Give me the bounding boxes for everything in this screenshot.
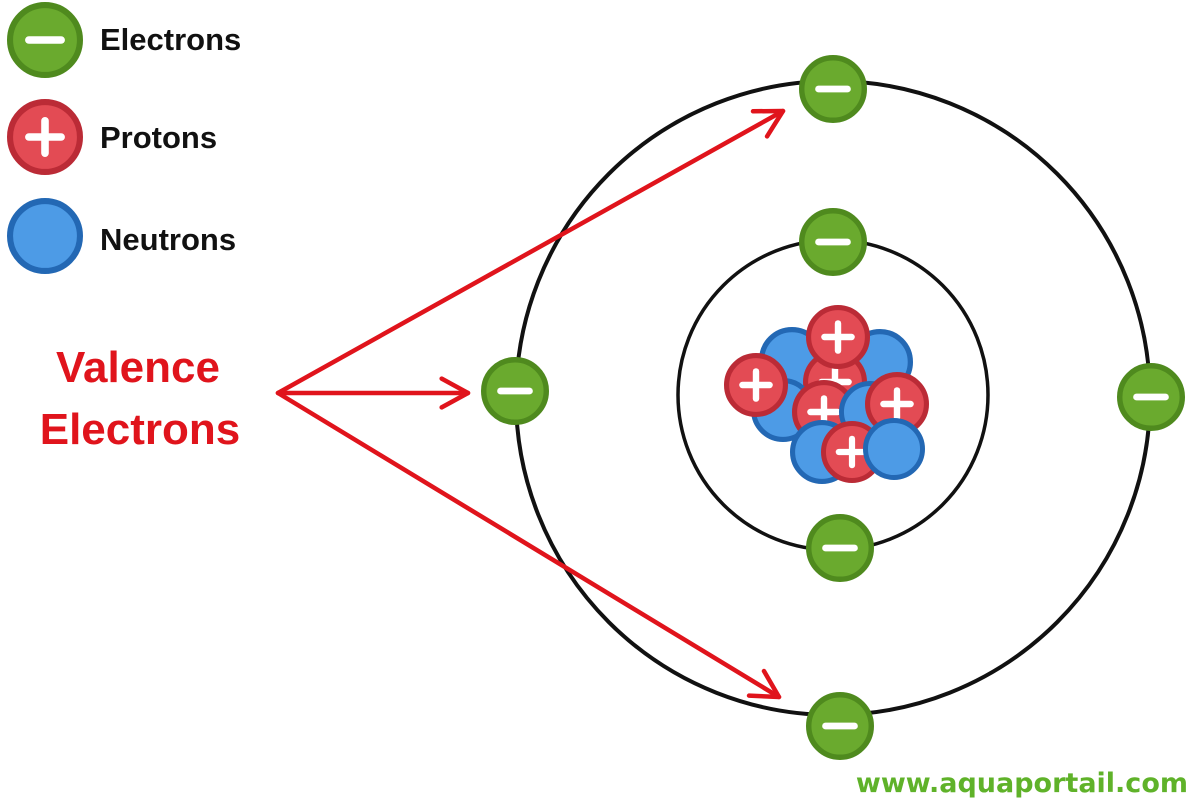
legend-label-protons: Protons [100, 120, 217, 155]
legend-label-neutrons: Neutrons [100, 222, 236, 257]
legend-electron-icon [7, 2, 83, 78]
neutron-icon [7, 198, 83, 275]
valence-label-line1: Valence [56, 343, 220, 392]
valence-electron [1116, 363, 1185, 432]
inner-electron [805, 513, 874, 582]
electron-icon [7, 2, 83, 78]
valence-electron [805, 691, 874, 760]
watermark: www.aquaportail.com [856, 768, 1188, 799]
legend: Electrons Protons Neutrons [7, 2, 241, 275]
legend-label-electrons: Electrons [100, 22, 241, 57]
valence-arrow [275, 108, 786, 396]
valence-label-line2: Electrons [40, 405, 241, 454]
valence-arrows [275, 108, 786, 700]
electrons [481, 55, 1185, 760]
valence-electron [481, 357, 550, 426]
proton-icon [7, 99, 83, 175]
nucleus [723, 304, 929, 484]
neutron [862, 418, 925, 481]
legend-neutron-icon [7, 198, 83, 275]
valence-arrow [275, 390, 782, 700]
inner-electron [798, 208, 867, 277]
valence-electron [798, 55, 867, 124]
proton [805, 304, 870, 369]
proton [723, 352, 788, 417]
proton [864, 371, 929, 436]
legend-proton-icon [7, 99, 83, 175]
valence-arrow [275, 376, 471, 410]
